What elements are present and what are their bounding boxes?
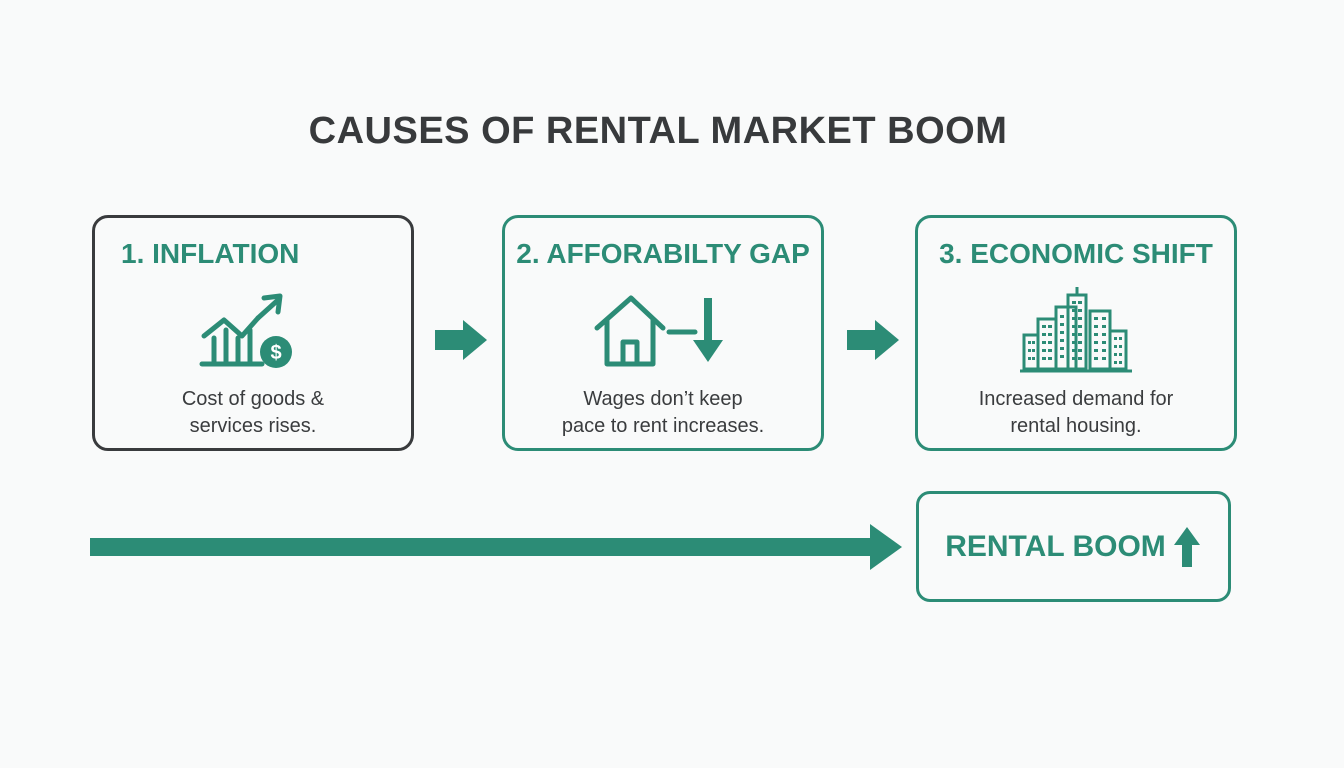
house-down-arrow-icon (594, 295, 723, 367)
diagram-title: CAUSES OF RENTAL MARKET BOOM (308, 110, 1008, 152)
rental-boom-box: RENTAL BOOM (916, 491, 1231, 602)
svg-text:$: $ (270, 342, 281, 364)
step-card-inflation: 1. INFLATION $ Cost of goods & servi (92, 215, 414, 451)
step-card-economic-shift: 3. ECONOMIC SHIFT (915, 215, 1237, 451)
right-arrow-icon (435, 320, 487, 360)
right-arrow-icon (847, 320, 899, 360)
rental-boom-label: RENTAL BOOM (945, 529, 1166, 563)
step-description: Wages don’t keep pace to rent increases. (561, 388, 765, 437)
step-description: Increased demand for rental housing. (978, 388, 1174, 437)
step-title: 3. ECONOMIC SHIFT (939, 238, 1213, 269)
up-arrow-icon (1173, 526, 1200, 567)
long-right-arrow (90, 524, 902, 570)
step-card-affordability-gap: 2. AFFORABILTY GAP Wages don’t keep pace… (502, 215, 824, 451)
step-description: Cost of goods & services rises. (181, 388, 325, 437)
step-title: 1. INFLATION (121, 238, 300, 269)
step-title: 2. AFFORABILTY GAP (516, 238, 810, 269)
rising-chart-dollar-icon: $ (199, 293, 292, 368)
city-buildings-icon (1020, 287, 1132, 373)
